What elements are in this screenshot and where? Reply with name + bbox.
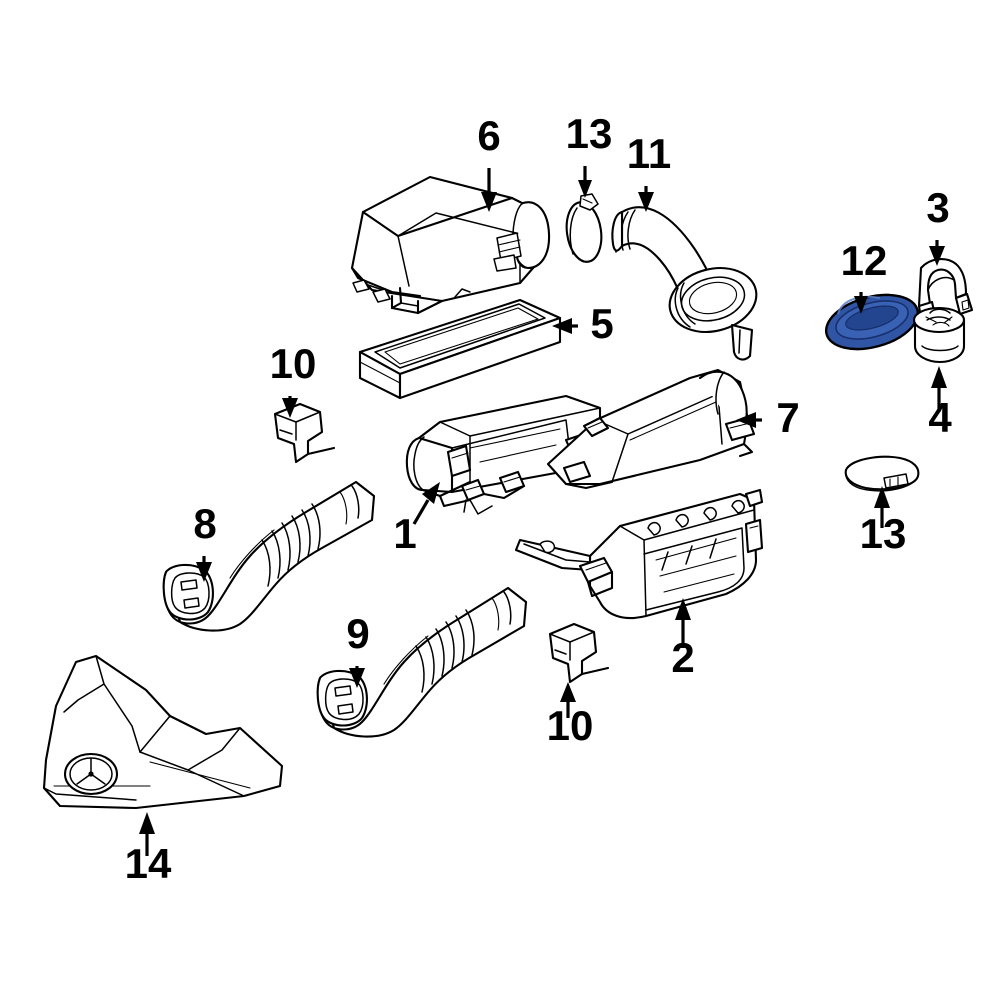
part-10-mounting-clip-lower [548, 622, 610, 684]
leader-13-upper [578, 166, 592, 198]
callout-label-11: 11 [627, 130, 671, 177]
part-4-resonator-valve-cylinder [912, 306, 966, 364]
part-13-hose-clamp-right [844, 455, 920, 492]
leader-8 [196, 556, 212, 582]
leader-6 [481, 168, 497, 212]
callout-label-13-right: 13 [860, 510, 907, 557]
leader-13-right [874, 486, 890, 528]
part-6-air-cleaner-housing-cover [350, 175, 551, 315]
leader-7 [736, 412, 762, 428]
callout-label-10-upper: 10 [270, 340, 317, 387]
callout-label-1: 1 [393, 510, 416, 557]
part-11-air-intake-hose-elbow [611, 206, 758, 361]
callout-label-2: 2 [671, 634, 694, 681]
leader-4 [931, 366, 947, 412]
callout-label-12: 12 [841, 237, 888, 284]
part-9-air-intake-duct-right [316, 586, 528, 738]
leader-10-upper [282, 396, 298, 418]
part-2-air-cleaner-housing-tray [514, 488, 764, 620]
callout-label-14: 14 [125, 840, 172, 887]
callout-label-3: 3 [926, 184, 949, 231]
callout-label-4: 4 [928, 394, 952, 441]
callout-label-9: 9 [346, 610, 369, 657]
leader-12 [854, 292, 868, 314]
callout-label-5: 5 [590, 300, 613, 347]
part-8-air-intake-duct-left [162, 480, 376, 632]
callout-leaders [139, 166, 947, 856]
callout-label-8: 8 [193, 500, 216, 547]
part-12-oval-seal-gasket [824, 293, 920, 351]
part-14-engine-cover-trim-panel [42, 654, 284, 810]
part-5-air-filter-element [358, 298, 562, 400]
part-7-air-cleaner-housing-upper-right [546, 368, 756, 490]
callout-label-13-upper: 13 [566, 110, 613, 157]
callout-label-10-lower: 10 [547, 702, 594, 749]
leader-5 [552, 318, 578, 334]
leader-9 [349, 666, 365, 688]
leader-14 [139, 812, 155, 856]
leader-11 [638, 186, 654, 212]
mercedes-benz-star-icon [76, 758, 106, 785]
leader-2 [675, 598, 691, 648]
callout-labels: 6 13 11 3 12 5 10 7 4 8 1 13 2 9 10 14 [125, 110, 953, 887]
callout-label-7: 7 [776, 394, 799, 441]
leader-10-lower [560, 682, 576, 718]
leader-3 [929, 240, 945, 266]
callout-label-6: 6 [477, 112, 500, 159]
part-10-mounting-clip-upper [273, 402, 336, 464]
leader-1 [412, 482, 440, 525]
part-13-hose-clamp-upper [565, 193, 603, 263]
